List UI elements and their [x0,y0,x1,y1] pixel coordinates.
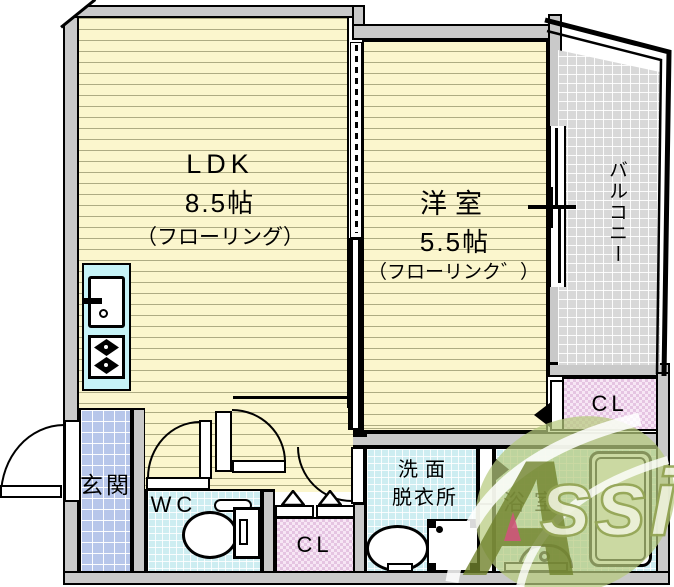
toilet-tank [233,507,261,559]
entrance-door-leaf [64,420,81,502]
room-entrance-label: 玄関 [80,472,132,498]
kitchen-faucet-icon [82,298,102,304]
room-closet-hall-floor [275,517,355,573]
entrance-door-open-leaf [0,485,62,498]
sliding-partition-lower [348,238,363,430]
room-washroom-label-line2: 脱衣所 [392,487,458,509]
room-ldk-flooring: （フローリング） [136,226,304,249]
assist-watermark-pink-triangle [504,512,521,541]
toilet-tank-inner [239,519,248,545]
wall-top-western [352,24,552,40]
pan-corner [428,563,436,571]
wc-door-threshold [146,477,210,490]
ldk-opening-line [233,396,353,399]
balcony-label: バルコニー [606,159,627,265]
sliding-partition-track [353,240,358,428]
room-entrance-floor [79,408,132,573]
washbasin-tap [387,563,413,572]
window-sash-upper [555,128,558,206]
sliding-partition-upper [350,42,362,238]
room-ldk-size: 8.5帖 [184,188,256,218]
folding-door-triangle-icon [281,490,305,506]
room-western-floor [362,40,548,432]
wall-wc-closet [262,490,275,573]
room-western-flooring: （フローリンク゛） [368,262,540,283]
assist-watermark-letter-a: A [462,426,585,587]
sliding-partition-dashes [354,45,358,233]
folding-door-panel [316,505,355,518]
assist-watermark-letters-rest: ssist [540,450,674,556]
stove-burner-dot [104,345,108,349]
room-closet-balcony-floor [562,377,658,431]
closet-balcony-label: CL [591,391,628,416]
closet-hall-label: CL [296,532,333,557]
room-ldk-floor [77,16,349,408]
kitchen-unit [82,263,131,391]
room-wc-label: WC [150,492,198,517]
ldk-door-leaf [215,411,232,472]
room-ldk-label: LDK [186,149,254,179]
wall-entrance-wc [132,408,146,573]
pan-corner [470,563,478,571]
pan-corner [428,520,436,528]
room-western-size: 5.5帖 [419,227,491,257]
room-washroom-label-line1: 洗面 [398,459,452,481]
ldk-door-open-leaf [232,460,286,473]
wc-door-leaf [199,420,212,479]
folding-door-panel [275,505,314,518]
pan-drain-icon [436,526,443,533]
assist-watermark-logo: A ssist [445,412,674,587]
window-cross-vertical [549,187,553,228]
kitchen-drain-icon [99,309,108,318]
washroom-door-leaf [351,447,365,504]
toilet-bowl [182,511,238,559]
balcony-railing [544,17,672,377]
window-sash-lower [558,208,561,283]
folding-door-triangle-icon [318,490,342,506]
room-western-label: 洋室 [420,189,490,219]
stove-burner-dot [104,363,108,367]
